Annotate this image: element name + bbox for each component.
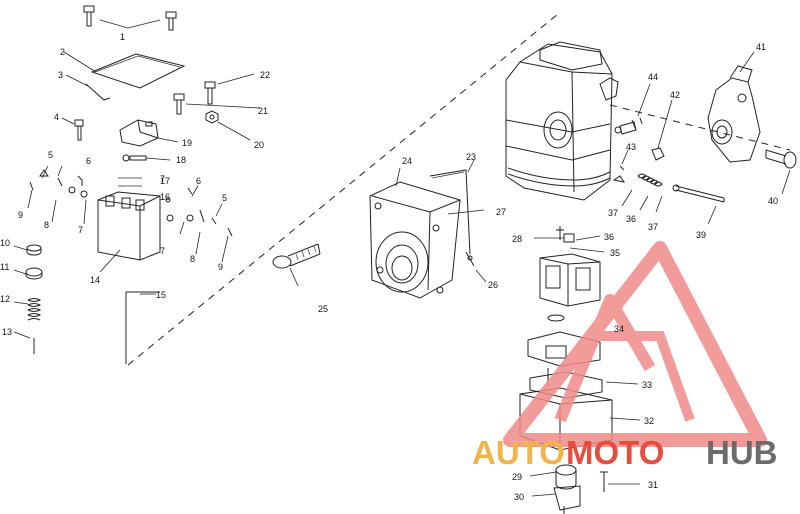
- callout-11: 11: [0, 262, 9, 272]
- callout-35: 35: [610, 248, 620, 258]
- callout-5: 5: [222, 193, 227, 203]
- callout-40: 40: [768, 196, 778, 206]
- bolt-25: [272, 243, 321, 287]
- callout-23: 23: [466, 152, 476, 162]
- callout-2: 2: [60, 47, 65, 57]
- screw-40: [765, 149, 797, 195]
- screws-21-22: [173, 73, 261, 115]
- callout-7: 7: [160, 246, 165, 256]
- nut-20: [205, 110, 251, 141]
- top-screws: [83, 5, 177, 31]
- callout-25: 25: [318, 304, 328, 314]
- callout-6: 6: [86, 156, 91, 166]
- callout-9: 9: [18, 210, 23, 220]
- watermark-auto: AUTO: [472, 434, 565, 471]
- callout-39: 39: [696, 230, 706, 240]
- callout-37: 37: [608, 208, 618, 218]
- carburetor-body: [505, 41, 637, 201]
- bottom-parts-29-31: [529, 464, 640, 514]
- callout-12: 12: [0, 294, 10, 304]
- needle-39: [612, 175, 725, 225]
- watermark-hub: HUB: [706, 434, 778, 471]
- callout-32: 32: [644, 416, 654, 426]
- callout-37: 37: [648, 222, 658, 232]
- callout-21: 21: [258, 106, 268, 116]
- callout-labels: 1 2 3 4 5 5 6 6 7 7 7 8 8 9 9 10 11 12 1…: [0, 32, 778, 502]
- gasket-27-23: [429, 159, 485, 255]
- cover-plate: [63, 51, 186, 101]
- callout-8: 8: [44, 220, 49, 230]
- pin-26: [465, 251, 487, 283]
- callout-22: 22: [260, 70, 270, 80]
- callout-36: 36: [604, 232, 614, 242]
- callout-43: 43: [626, 142, 636, 152]
- callout-1: 1: [120, 32, 125, 42]
- spring-38: [637, 173, 663, 211]
- callout-15: 15: [156, 290, 166, 300]
- throttle-cam-41: [707, 51, 761, 163]
- callout-20: 20: [254, 140, 264, 150]
- assembly-axis-line: [127, 13, 559, 366]
- adapter-24: [369, 167, 461, 299]
- callout-30: 30: [514, 492, 524, 502]
- assembly-axis-line-right: [609, 104, 791, 151]
- module-14: [97, 177, 161, 273]
- callout-3: 3: [58, 70, 63, 80]
- callout-19: 19: [182, 138, 192, 148]
- callout-7: 7: [78, 225, 83, 235]
- callout-29: 29: [512, 472, 522, 482]
- callout-5: 5: [48, 150, 53, 160]
- watermark-moto: MOTO: [566, 434, 664, 471]
- callout-9: 9: [218, 262, 223, 272]
- bracket-15: [125, 291, 160, 364]
- callout-31: 31: [648, 480, 658, 490]
- bracket-19: [119, 119, 179, 147]
- jet-parts-35-36: [534, 226, 605, 253]
- callout-24: 24: [402, 156, 412, 166]
- small-parts-18: [122, 154, 171, 162]
- callout-7: 7: [160, 174, 165, 184]
- callout-17: 17: [160, 176, 170, 186]
- callout-14: 14: [90, 275, 100, 285]
- callout-41: 41: [756, 42, 766, 52]
- callout-13: 13: [2, 327, 12, 337]
- callout-16: 16: [160, 192, 170, 202]
- callout-26: 26: [488, 280, 498, 290]
- callout-27: 27: [496, 207, 506, 217]
- small-parts-42-44: [619, 83, 673, 171]
- callout-33: 33: [642, 380, 652, 390]
- callout-44: 44: [648, 72, 658, 82]
- callout-42: 42: [670, 90, 680, 100]
- callout-28: 28: [512, 234, 522, 244]
- spring-stack: [13, 244, 43, 354]
- callout-6: 6: [196, 176, 201, 186]
- callout-4: 4: [54, 112, 59, 122]
- screw-4: [61, 117, 84, 141]
- callout-36: 36: [626, 214, 636, 224]
- left-small-parts: [27, 165, 233, 263]
- callout-34: 34: [614, 324, 624, 334]
- callout-8: 8: [190, 254, 195, 264]
- callout-18: 18: [176, 155, 186, 165]
- callout-10: 10: [0, 238, 10, 248]
- automotohub-logo-mark: [503, 241, 767, 447]
